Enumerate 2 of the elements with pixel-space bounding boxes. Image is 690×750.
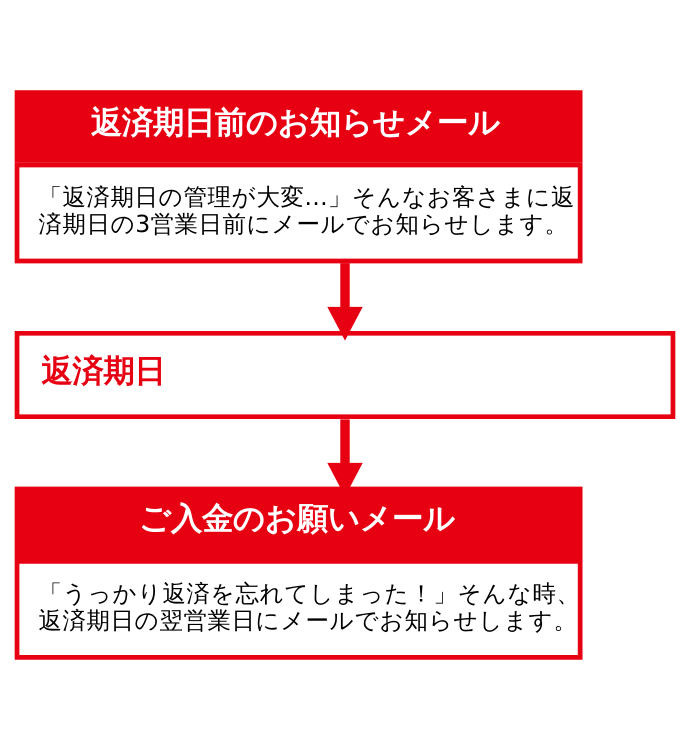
- node-box: 返済期日: [14, 330, 676, 420]
- arrow: [327, 263, 363, 341]
